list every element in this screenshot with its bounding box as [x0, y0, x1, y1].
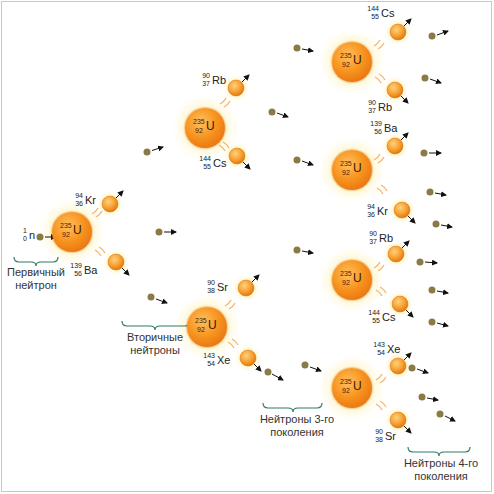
- element-symbol: Xe: [217, 354, 230, 367]
- mass-number: 235: [340, 52, 352, 60]
- element-symbol: U: [353, 379, 362, 393]
- neutrons: [37, 31, 456, 421]
- group-caption: Вторичные нейтроны: [127, 331, 183, 357]
- mass-number: 139: [70, 262, 82, 270]
- element-symbol: Cs: [382, 311, 395, 324]
- atomic-number: 55: [203, 163, 211, 171]
- group-caption: Первичный нейтрон: [7, 266, 65, 292]
- mass-number: 235: [60, 222, 72, 230]
- mass-number: 144: [199, 155, 211, 163]
- uranium-nucleus: 23592U: [332, 368, 372, 408]
- mass-number: 94: [75, 192, 83, 200]
- atomic-number: 0: [23, 235, 27, 243]
- element-symbol: U: [208, 318, 217, 332]
- element-symbol: n: [29, 229, 35, 242]
- atomic-number: 36: [75, 200, 83, 208]
- atomic-number: 36: [367, 211, 375, 219]
- uranium-nucleus: 23592U: [332, 260, 372, 300]
- element-symbol: Cs: [213, 157, 226, 170]
- uranium-nucleus: 23592U: [332, 150, 372, 190]
- element-symbol: Sr: [217, 281, 228, 294]
- element-symbol: U: [206, 119, 215, 133]
- atomic-number: 55: [371, 13, 379, 21]
- group-brace: [14, 257, 470, 456]
- mass-number: 139: [370, 120, 382, 128]
- fission-fragments: [92, 17, 417, 435]
- element-symbol: Cs: [381, 7, 394, 20]
- atomic-number: 92: [342, 279, 350, 287]
- mass-number: 144: [368, 309, 380, 317]
- mass-number: 143: [203, 352, 215, 360]
- atomic-number: 92: [62, 231, 70, 239]
- mass-number: 1: [23, 227, 27, 235]
- element-symbol: U: [353, 161, 362, 175]
- mass-number: 90: [369, 230, 377, 238]
- mass-number: 235: [195, 317, 207, 325]
- atomic-number: 54: [377, 349, 385, 357]
- atomic-number: 37: [202, 80, 210, 88]
- atomic-number: 56: [374, 128, 382, 136]
- atomic-number: 38: [375, 436, 383, 444]
- mass-number: 235: [193, 118, 205, 126]
- atomic-number: 92: [342, 169, 350, 177]
- element-symbol: Kr: [377, 205, 388, 218]
- uranium-nucleus: 23592U: [187, 307, 227, 347]
- element-symbol: U: [353, 271, 362, 285]
- element-symbol: U: [73, 223, 82, 237]
- atomic-number: 54: [207, 360, 215, 368]
- atomic-number: 92: [197, 326, 205, 334]
- atomic-number: 38: [207, 287, 215, 295]
- element-symbol: Xe: [387, 343, 400, 356]
- mass-number: 90: [207, 279, 215, 287]
- mass-number: 235: [340, 378, 352, 386]
- group-caption: Нейтроны 3-го поколения: [255, 413, 339, 439]
- atomic-number: 37: [368, 107, 376, 115]
- uranium-nucleus: 23592U: [332, 42, 372, 82]
- atomic-number: 55: [372, 317, 380, 325]
- element-symbol: Rb: [379, 232, 393, 245]
- element-symbol: Rb: [212, 74, 226, 87]
- element-symbol: Ba: [84, 264, 97, 277]
- atomic-number: 56: [74, 270, 82, 278]
- mass-number: 235: [340, 160, 352, 168]
- uranium-nucleus: 23592U: [185, 108, 225, 148]
- element-symbol: Kr: [85, 194, 96, 207]
- atomic-number: 92: [195, 127, 203, 135]
- element-symbol: Ba: [384, 122, 397, 135]
- atomic-number: 92: [342, 61, 350, 69]
- mass-number: 90: [368, 99, 376, 107]
- element-symbol: Rb: [378, 101, 392, 114]
- mass-number: 144: [367, 5, 379, 13]
- atomic-number: 37: [369, 238, 377, 246]
- atomic-number: 92: [342, 387, 350, 395]
- uranium-nucleus: 23592U: [52, 212, 92, 252]
- mass-number: 90: [202, 72, 210, 80]
- element-symbol: Sr: [385, 430, 396, 443]
- mass-number: 235: [340, 270, 352, 278]
- mass-number: 90: [375, 428, 383, 436]
- mass-number: 143: [373, 341, 385, 349]
- mass-number: 94: [367, 203, 375, 211]
- group-caption: Нейтроны 4-го поколения: [399, 457, 483, 483]
- nucleus-glow: [36, 26, 388, 424]
- element-symbol: U: [353, 53, 362, 67]
